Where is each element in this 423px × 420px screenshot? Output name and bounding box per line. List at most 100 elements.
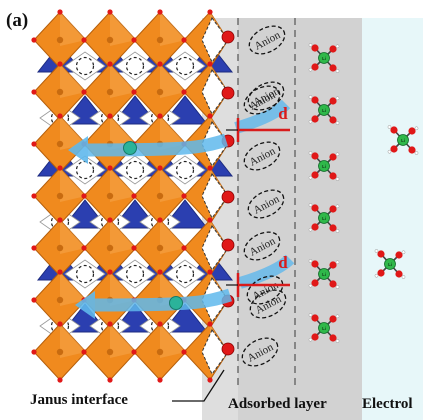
oxygen-atom	[329, 334, 337, 342]
hydrogen-atom	[335, 260, 340, 265]
diffusion-arrow-tail	[238, 254, 295, 289]
oxygen-atom	[207, 217, 213, 223]
vacancy-circle	[125, 56, 145, 76]
oxygen-atom	[311, 204, 319, 212]
distance-label: d	[278, 104, 288, 123]
hydrogen-atom	[335, 339, 340, 343]
surface-half-octahedron	[201, 17, 229, 63]
octahedron-face	[60, 64, 86, 98]
surface-half-octahedron	[201, 329, 229, 375]
oxygen-atom	[311, 44, 319, 52]
oxygen-atom	[395, 270, 403, 278]
oxygen-atom	[107, 217, 113, 223]
solvated-molecule: Li	[308, 259, 340, 289]
oxygen-atom	[329, 261, 337, 269]
octahedron-face	[110, 168, 136, 202]
hydrogen-atom	[387, 125, 392, 129]
oxygen-atom	[157, 377, 163, 383]
oxygen-atom	[329, 315, 337, 323]
octahedron-face	[60, 220, 86, 254]
electrolyte-region	[362, 18, 423, 420]
diffusion-arrow-body	[94, 288, 232, 312]
hydrogen-atom	[374, 249, 379, 253]
oxygen-atom	[31, 245, 37, 251]
lithium-center	[318, 52, 330, 64]
octahedron-face	[110, 12, 136, 46]
oxygen-atom	[131, 349, 137, 355]
hydrogen-atom	[308, 43, 313, 47]
metal-atom	[106, 244, 114, 252]
metal-atom	[106, 88, 114, 96]
hydrogen-atom	[308, 337, 313, 342]
lithium-center	[318, 160, 330, 172]
diffusion-arrow-tail	[234, 99, 291, 134]
oxygen-atom	[311, 152, 319, 160]
solvated-molecule: Li	[308, 313, 340, 343]
vacancy-site	[114, 155, 156, 185]
anion-outline	[241, 337, 279, 367]
anion-outline	[246, 275, 284, 305]
oxygen-atom	[311, 279, 319, 287]
janus-interface-label: Janus interface	[30, 392, 128, 408]
oxygen-atom	[181, 349, 187, 355]
metal-atom	[56, 36, 64, 44]
metal-atom	[106, 348, 114, 356]
vacancy-circle	[175, 264, 195, 284]
oxygen-atom	[107, 9, 113, 15]
oxygen-atom	[207, 377, 213, 383]
oxygen-atom	[57, 165, 63, 171]
hydrogen-atom	[308, 227, 313, 232]
vacancy-site	[164, 155, 206, 185]
metal-atom	[106, 192, 114, 200]
vacancy-site	[64, 259, 106, 289]
oxygen-atom	[207, 61, 213, 67]
surface-oxygen	[221, 342, 235, 356]
hydrogen-atom	[308, 259, 313, 263]
vacancy-site	[114, 259, 156, 289]
diffusion-arrow-body	[87, 133, 228, 157]
vacancy-circle	[175, 56, 195, 76]
metal-atom	[56, 296, 64, 304]
oxygen-atom	[408, 146, 416, 154]
octahedron-face	[60, 272, 86, 306]
anion-outline	[248, 25, 286, 55]
lithium-center	[318, 212, 330, 224]
hydrogen-atom	[335, 96, 340, 101]
oxygen-atom	[31, 37, 37, 43]
hydrogen-atom	[335, 285, 340, 289]
hydrogen-atom	[401, 275, 406, 279]
oxygen-atom	[81, 349, 87, 355]
oxygen-atom	[181, 193, 187, 199]
oxygen-atom	[311, 223, 319, 231]
oxygen-atom	[311, 63, 319, 71]
oxygen-atom	[408, 127, 416, 135]
oxygen-atom	[157, 269, 163, 275]
octahedron-face	[160, 64, 186, 98]
oxygen-atom	[207, 321, 213, 327]
hydrogen-atom	[335, 152, 340, 157]
adsorbed-layer-label: Adsorbed layer	[228, 396, 327, 412]
oxygen-atom	[81, 193, 87, 199]
surface-half-octahedron	[201, 69, 229, 115]
oxygen-atom	[329, 172, 337, 180]
hydrogen-atom	[308, 67, 313, 72]
hydrogen-atom	[335, 204, 340, 209]
hydrogen-atom	[335, 121, 340, 125]
oxygen-atom	[31, 349, 37, 355]
oxygen-atom	[131, 89, 137, 95]
oxygen-atom	[311, 333, 319, 341]
oxygen-atom	[157, 113, 163, 119]
oxygen-atom	[57, 61, 63, 67]
octahedron-face	[110, 64, 136, 98]
oxygen-atom	[207, 269, 213, 275]
hydrogen-atom	[308, 203, 313, 207]
octahedron-face	[60, 12, 86, 46]
oxygen-atom	[107, 61, 113, 67]
solvated-molecule: Li	[374, 249, 406, 279]
li-diffusion-arrows	[68, 99, 295, 319]
solvated-molecule: Li	[387, 125, 419, 155]
crystal-structure	[31, 9, 235, 383]
metal-atom	[156, 36, 164, 44]
lithium-center-label: Li	[388, 262, 392, 267]
